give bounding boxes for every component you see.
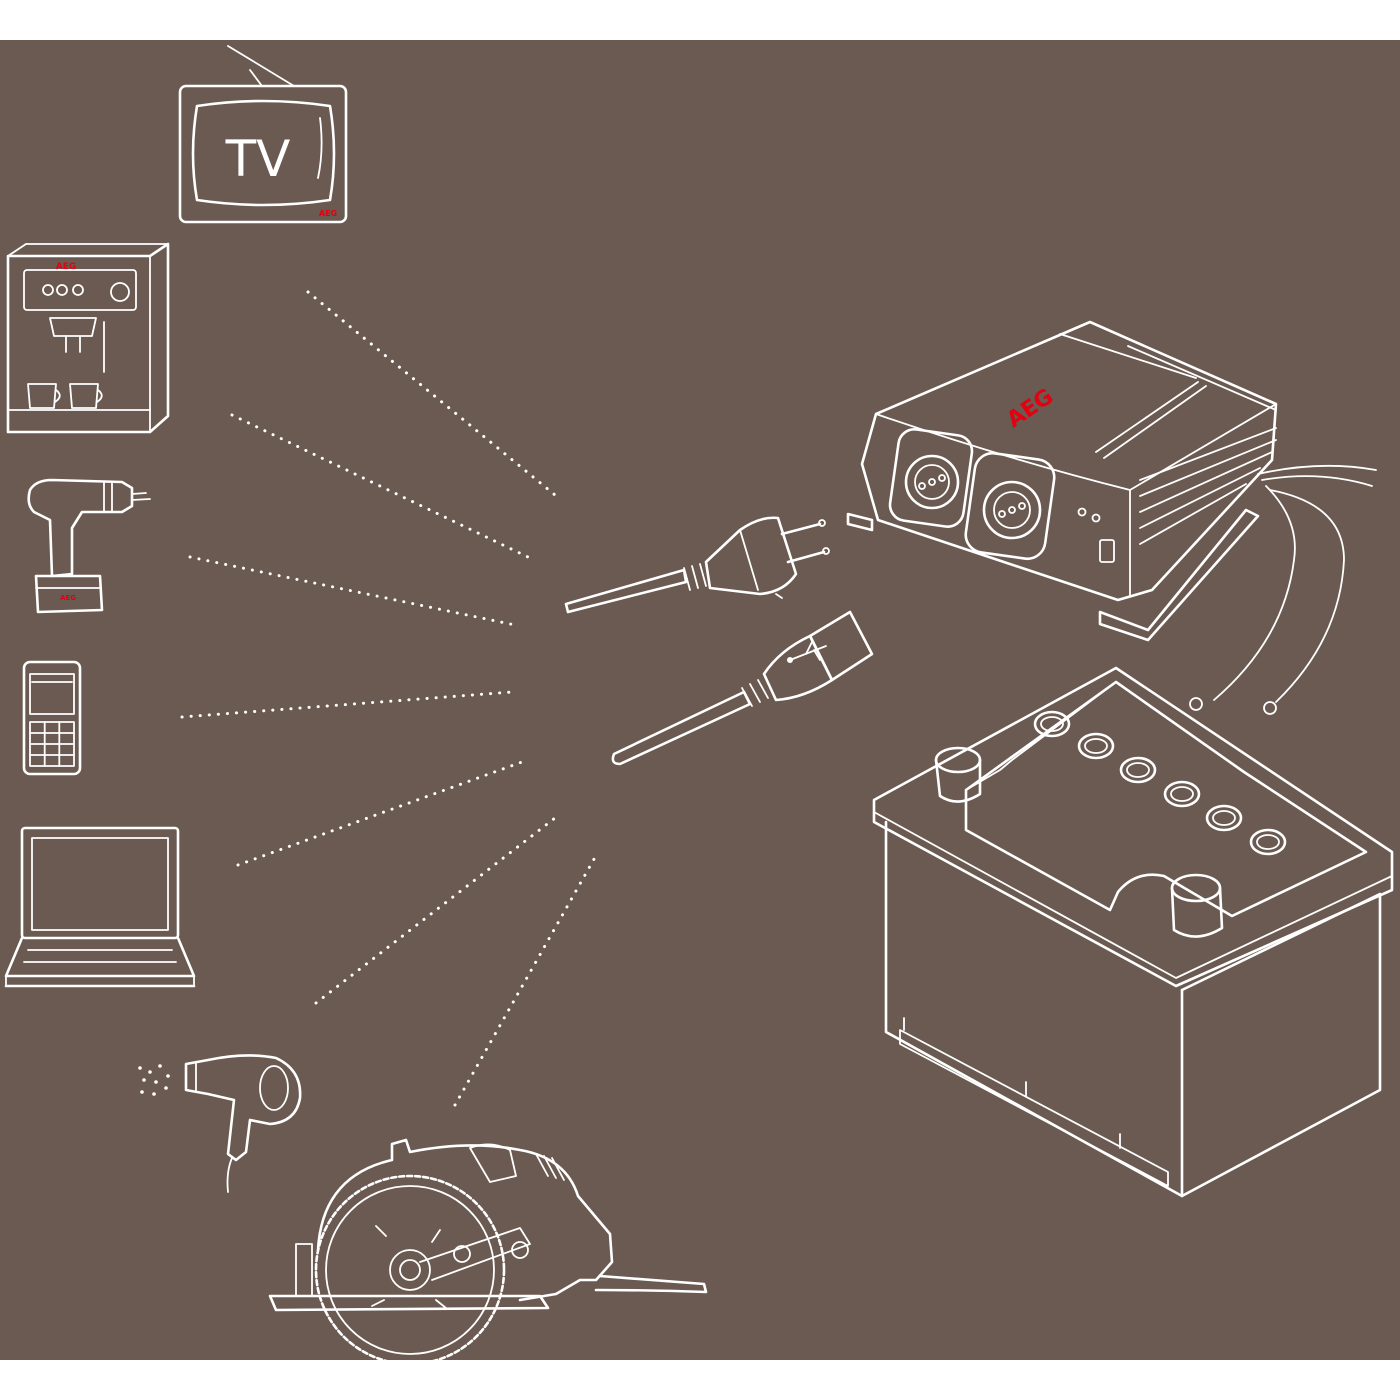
tv-brand-label: AEG xyxy=(319,209,337,218)
diagram-canvas: TV AEG AEG AEG xyxy=(0,40,1400,1366)
car-battery-icon xyxy=(872,666,1394,1198)
background-panel xyxy=(0,40,1400,1360)
hair-dryer-icon xyxy=(138,1054,302,1193)
cordless-drill-icon: AEG xyxy=(27,478,151,614)
ray-drill xyxy=(188,555,517,627)
laptop-icon xyxy=(4,826,196,988)
connector-rays xyxy=(180,290,600,1107)
illustration: TV AEG AEG AEG xyxy=(0,40,1400,1366)
mobile-phone-icon xyxy=(22,660,82,776)
usb-plug-icon xyxy=(611,610,874,766)
tv-icon: TV AEG xyxy=(178,45,348,224)
ray-coffee-machine xyxy=(230,413,532,560)
ray-tv xyxy=(306,290,557,497)
ray-phone xyxy=(180,690,514,719)
tv-screen-label: TV xyxy=(225,130,291,188)
coffee-machine-brand-label: AEG xyxy=(56,262,77,272)
ray-circular-saw xyxy=(453,850,600,1107)
coffee-machine-icon: AEG xyxy=(6,242,170,434)
drill-brand-label: AEG xyxy=(60,594,76,602)
power-plug-icon xyxy=(564,516,830,614)
